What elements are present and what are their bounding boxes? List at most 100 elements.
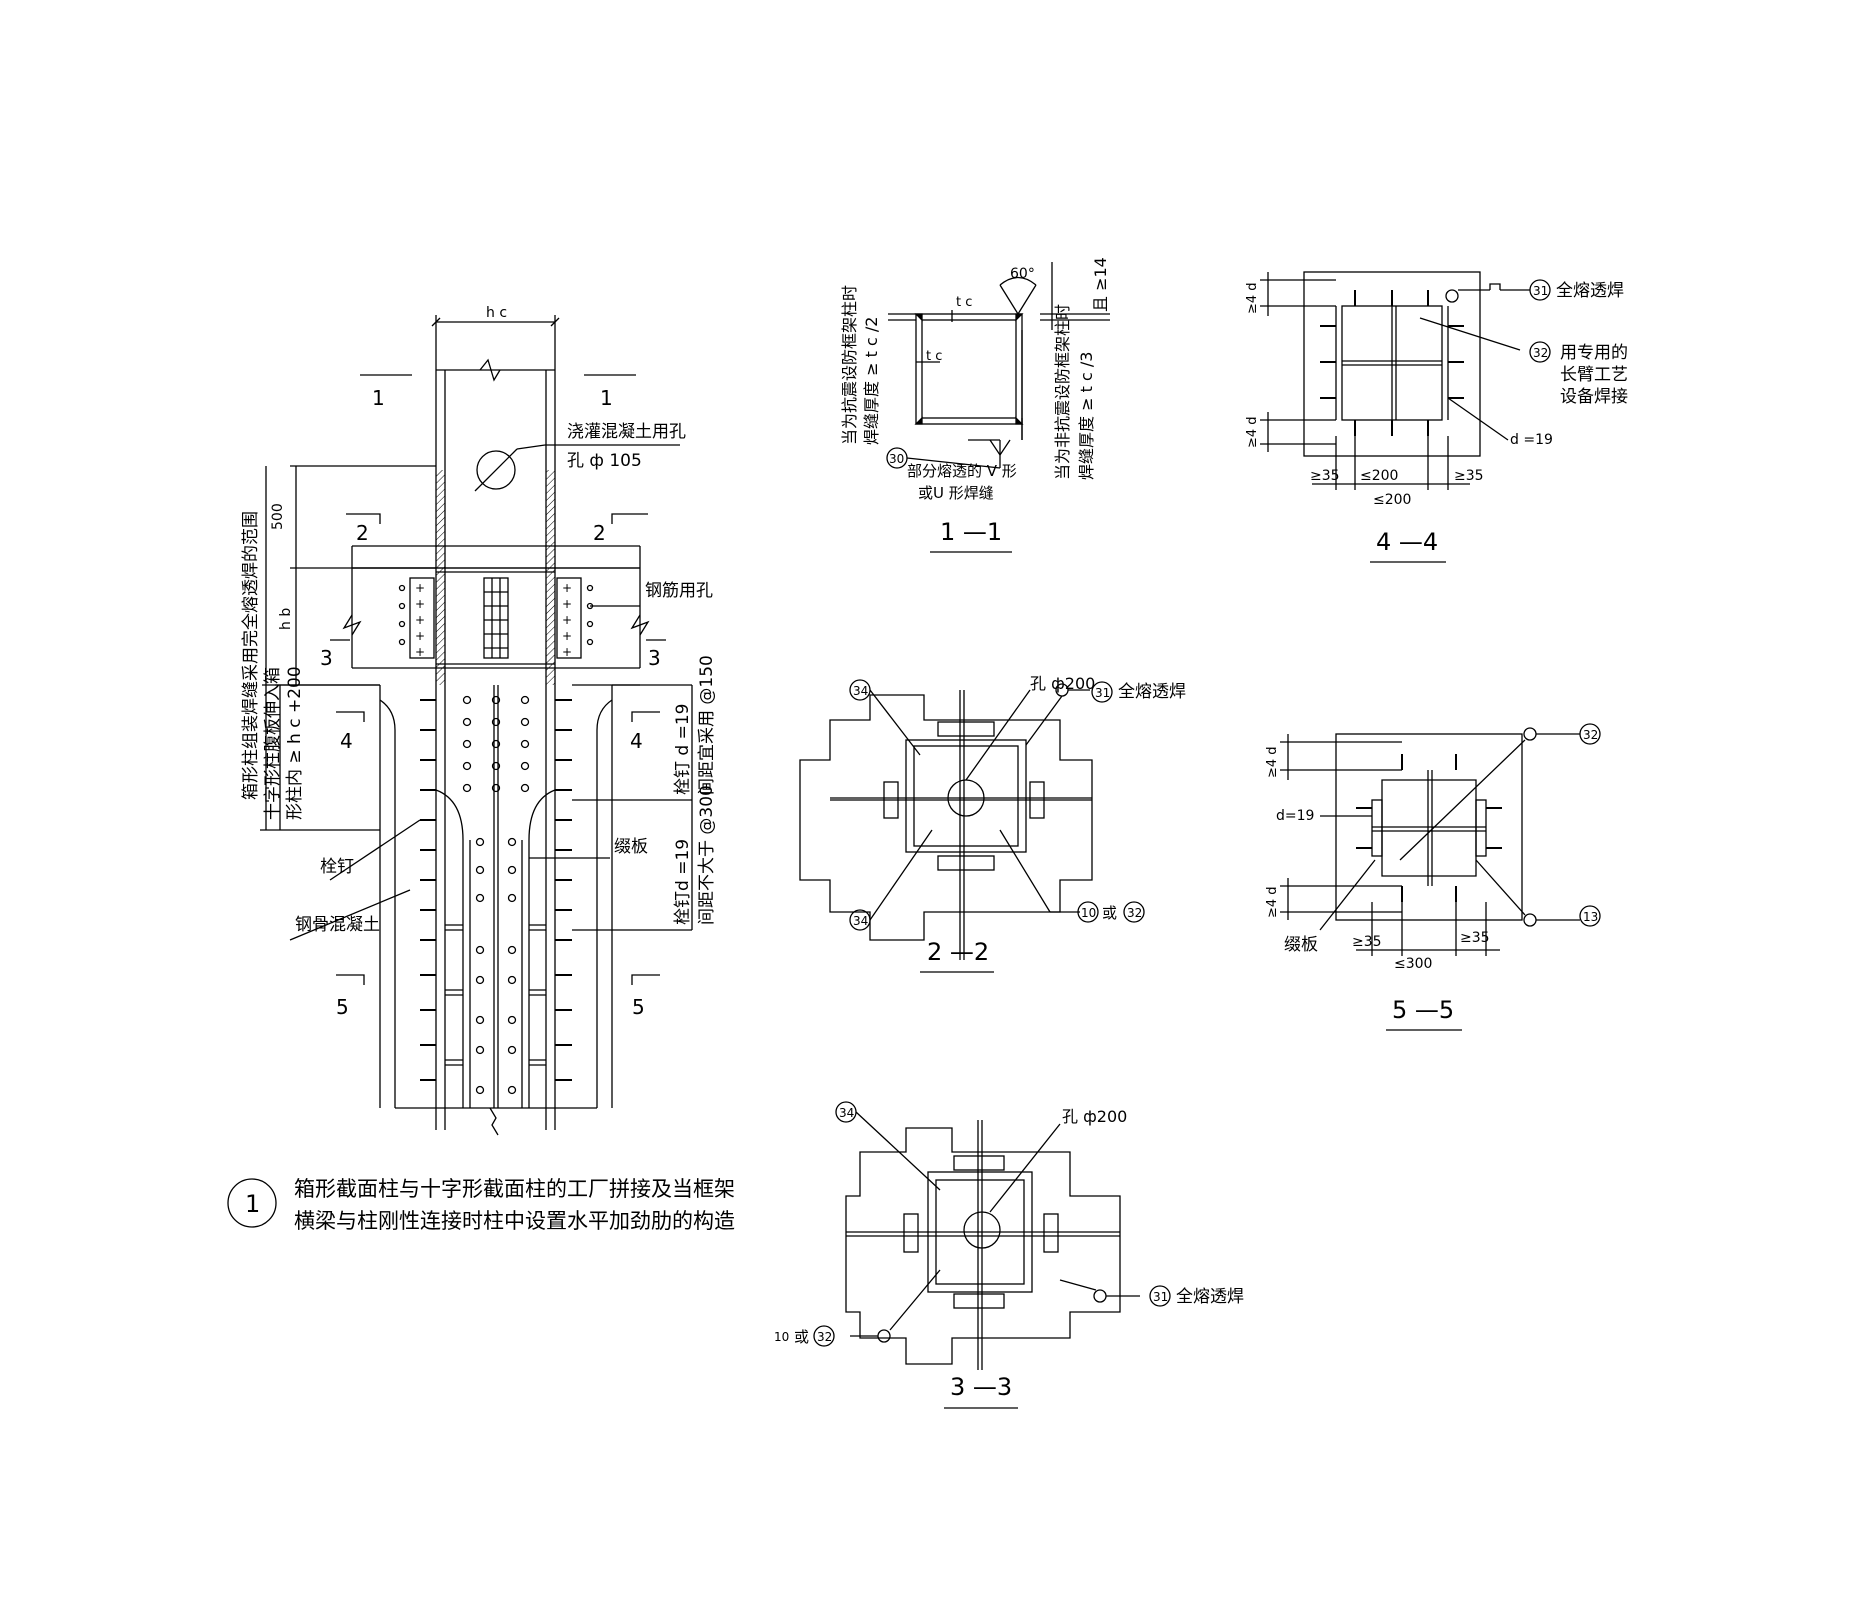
- sec5-left: 5: [336, 995, 349, 1019]
- vert-note-2: 十字形柱腹板伸入箱: [263, 667, 283, 820]
- s55-ge35-l: ≥35: [1352, 934, 1382, 950]
- s22-w10-or: 或: [1102, 904, 1117, 922]
- sec1-right: 1: [600, 386, 613, 410]
- s55-w32: 32: [1583, 728, 1598, 742]
- svg-text:+: +: [415, 613, 425, 627]
- caption-line-1: 箱形截面柱与十字形截面柱的工厂拼接及当框架: [294, 1177, 735, 1201]
- s44-weld31-text: 全熔透焊: [1556, 281, 1624, 301]
- s55-d19: d=19: [1276, 808, 1314, 824]
- sec4-right: 4: [630, 729, 643, 753]
- section-5-5: 32 13 d=19 ≥4 d ≥4 d 缀板 ≥35 ≥35 ≤300 5 —…: [1265, 723, 1601, 1031]
- s55-ge4d-bot: ≥4 d: [1265, 886, 1280, 918]
- s44-ge35-l: ≥35: [1310, 468, 1340, 484]
- sec3-left: 3: [320, 646, 333, 670]
- s44-le200: ≤200: [1360, 468, 1398, 484]
- s11-tc2: t c: [926, 349, 942, 364]
- s33-w10-or: 或: [794, 1328, 809, 1346]
- s11-angle: 60°: [1010, 266, 1035, 282]
- s22-w31: 31: [1095, 686, 1110, 700]
- s33-w32: 32: [817, 1330, 832, 1344]
- drawing-caption: 1 箱形截面柱与十字形截面柱的工厂拼接及当框架 横梁与柱刚性连接时柱中设置水平加…: [227, 1177, 735, 1233]
- s11-right-note-1: 当为非抗震设防框架柱时: [1053, 304, 1072, 480]
- s44-ge35-r: ≥35: [1454, 468, 1484, 484]
- s11-weld-no: 30: [889, 452, 904, 466]
- s33-w31: 31: [1153, 1290, 1168, 1304]
- s22-w31-text: 全熔透焊: [1118, 682, 1186, 702]
- s44-ge4d-bot: ≥4 d: [1245, 416, 1260, 448]
- sec2-left: 2: [356, 521, 369, 545]
- vert-note-1: 箱形柱组装焊缝采用完全熔透焊的范围: [241, 511, 261, 800]
- s55-le300: ≤300: [1394, 956, 1432, 972]
- sec2-right: 2: [593, 521, 606, 545]
- pour-hole-label: 浇灌混凝土用孔: [567, 422, 686, 442]
- svg-text:+: +: [562, 645, 572, 659]
- dim-hb-label: h b: [278, 608, 294, 630]
- s44-ge4d-top: ≥4 d: [1245, 282, 1260, 314]
- sec3-right: 3: [648, 646, 661, 670]
- stud-note-4: 间距不大于 @300: [697, 785, 717, 925]
- s33-w10: 10: [774, 1330, 789, 1344]
- svg-text:+: +: [562, 629, 572, 643]
- s44-weld32-text-1: 用专用的: [1560, 343, 1628, 363]
- beam-bolt-holes: [398, 584, 594, 646]
- vert-note-3: 形柱内 ≥ h c +200: [285, 666, 305, 820]
- s44-d19: d =19: [1510, 432, 1553, 448]
- s33-w34: 34: [839, 1106, 854, 1120]
- svg-text:+: +: [415, 581, 425, 595]
- s11-right-note-2: 焊缝厚度 ≥ t c /3: [1077, 352, 1096, 480]
- svg-text:+: +: [415, 629, 425, 643]
- s44-weld31: 31: [1533, 284, 1548, 298]
- svg-text:+: +: [415, 597, 425, 611]
- batten-label: 缀板: [614, 837, 648, 857]
- rebar-hole-grid: [483, 577, 509, 659]
- s55-batten: 缀板: [1284, 935, 1318, 955]
- s44-weld32: 32: [1533, 346, 1548, 360]
- s11-left-note-2: 焊缝厚度 ≥ t c /2: [862, 317, 881, 445]
- section-2-2: 孔 ф200 34 31 全熔透焊 34 10 或 32 2 —2: [799, 674, 1186, 973]
- shear-studs: [420, 699, 572, 1081]
- s55-w13: 13: [1583, 910, 1598, 924]
- svg-text:+: +: [562, 581, 572, 595]
- s22-w34a: 34: [853, 684, 868, 698]
- s22-w10: 10: [1081, 906, 1096, 920]
- section-4-4: 31 全熔透焊 32 用专用的 长臂工艺 设备焊接 d =19 ≥4 d ≥4 …: [1245, 271, 1628, 563]
- s22-w34b: 34: [853, 914, 868, 928]
- src-concrete-label: 钢骨混凝土: [295, 915, 380, 935]
- web-holes: [462, 695, 530, 1095]
- svg-text:+: +: [562, 613, 572, 627]
- s44-le200-b: ≤200: [1373, 492, 1411, 508]
- stud-note-2: 间距宜采用 @150: [697, 655, 717, 795]
- sec4-left: 4: [340, 729, 353, 753]
- rebar-hole-label: 钢筋用孔: [645, 581, 713, 601]
- caption-line-2: 横梁与柱刚性连接时柱中设置水平加劲肋的构造: [294, 1209, 735, 1233]
- sec5-right: 5: [632, 995, 645, 1019]
- s33-hole: 孔 ф200: [1062, 1107, 1127, 1126]
- s44-weld32-text-3: 设备焊接: [1560, 387, 1628, 407]
- svg-text:+: +: [415, 645, 425, 659]
- sec1-left: 1: [372, 386, 385, 410]
- dim-hc-label: h c: [486, 305, 507, 321]
- bolt-plus-marks: + + + + + + + + + +: [415, 581, 572, 659]
- s44-weld32-text-2: 长臂工艺: [1560, 365, 1628, 385]
- s11-weld-note-1: 部分熔透的 V 形: [907, 462, 1017, 480]
- s11-left-note-1: 当为抗震设防框架柱时: [840, 285, 859, 445]
- s55-ge35-r: ≥35: [1460, 930, 1490, 946]
- s22-title: 2 —2: [927, 938, 989, 966]
- s55-ge4d-top: ≥4 d: [1265, 746, 1280, 778]
- stud-note-3: 栓钉d =19: [673, 839, 693, 925]
- s44-title: 4 —4: [1376, 528, 1438, 556]
- caption-number: 1: [245, 1190, 260, 1218]
- stud-label: 栓钉: [320, 857, 354, 877]
- pour-hole-dia-label: 孔 ф 105: [567, 451, 642, 471]
- s11-tc: t c: [956, 295, 972, 310]
- s33-title: 3 —3: [950, 1373, 1012, 1401]
- s22-w32: 32: [1127, 906, 1142, 920]
- s11-title: 1 —1: [940, 518, 1002, 546]
- stud-note-1: 栓钉 d =19: [673, 704, 693, 795]
- section-1-1: 60° t c t c 当为抗震设防框架柱时 焊缝厚度 ≥ t c /2 当为非…: [840, 257, 1110, 553]
- dim-500-label: 500: [270, 503, 286, 530]
- s55-title: 5 —5: [1392, 996, 1454, 1024]
- s11-weld-note-2: 或U 形焊缝: [918, 484, 994, 502]
- svg-text:+: +: [562, 597, 572, 611]
